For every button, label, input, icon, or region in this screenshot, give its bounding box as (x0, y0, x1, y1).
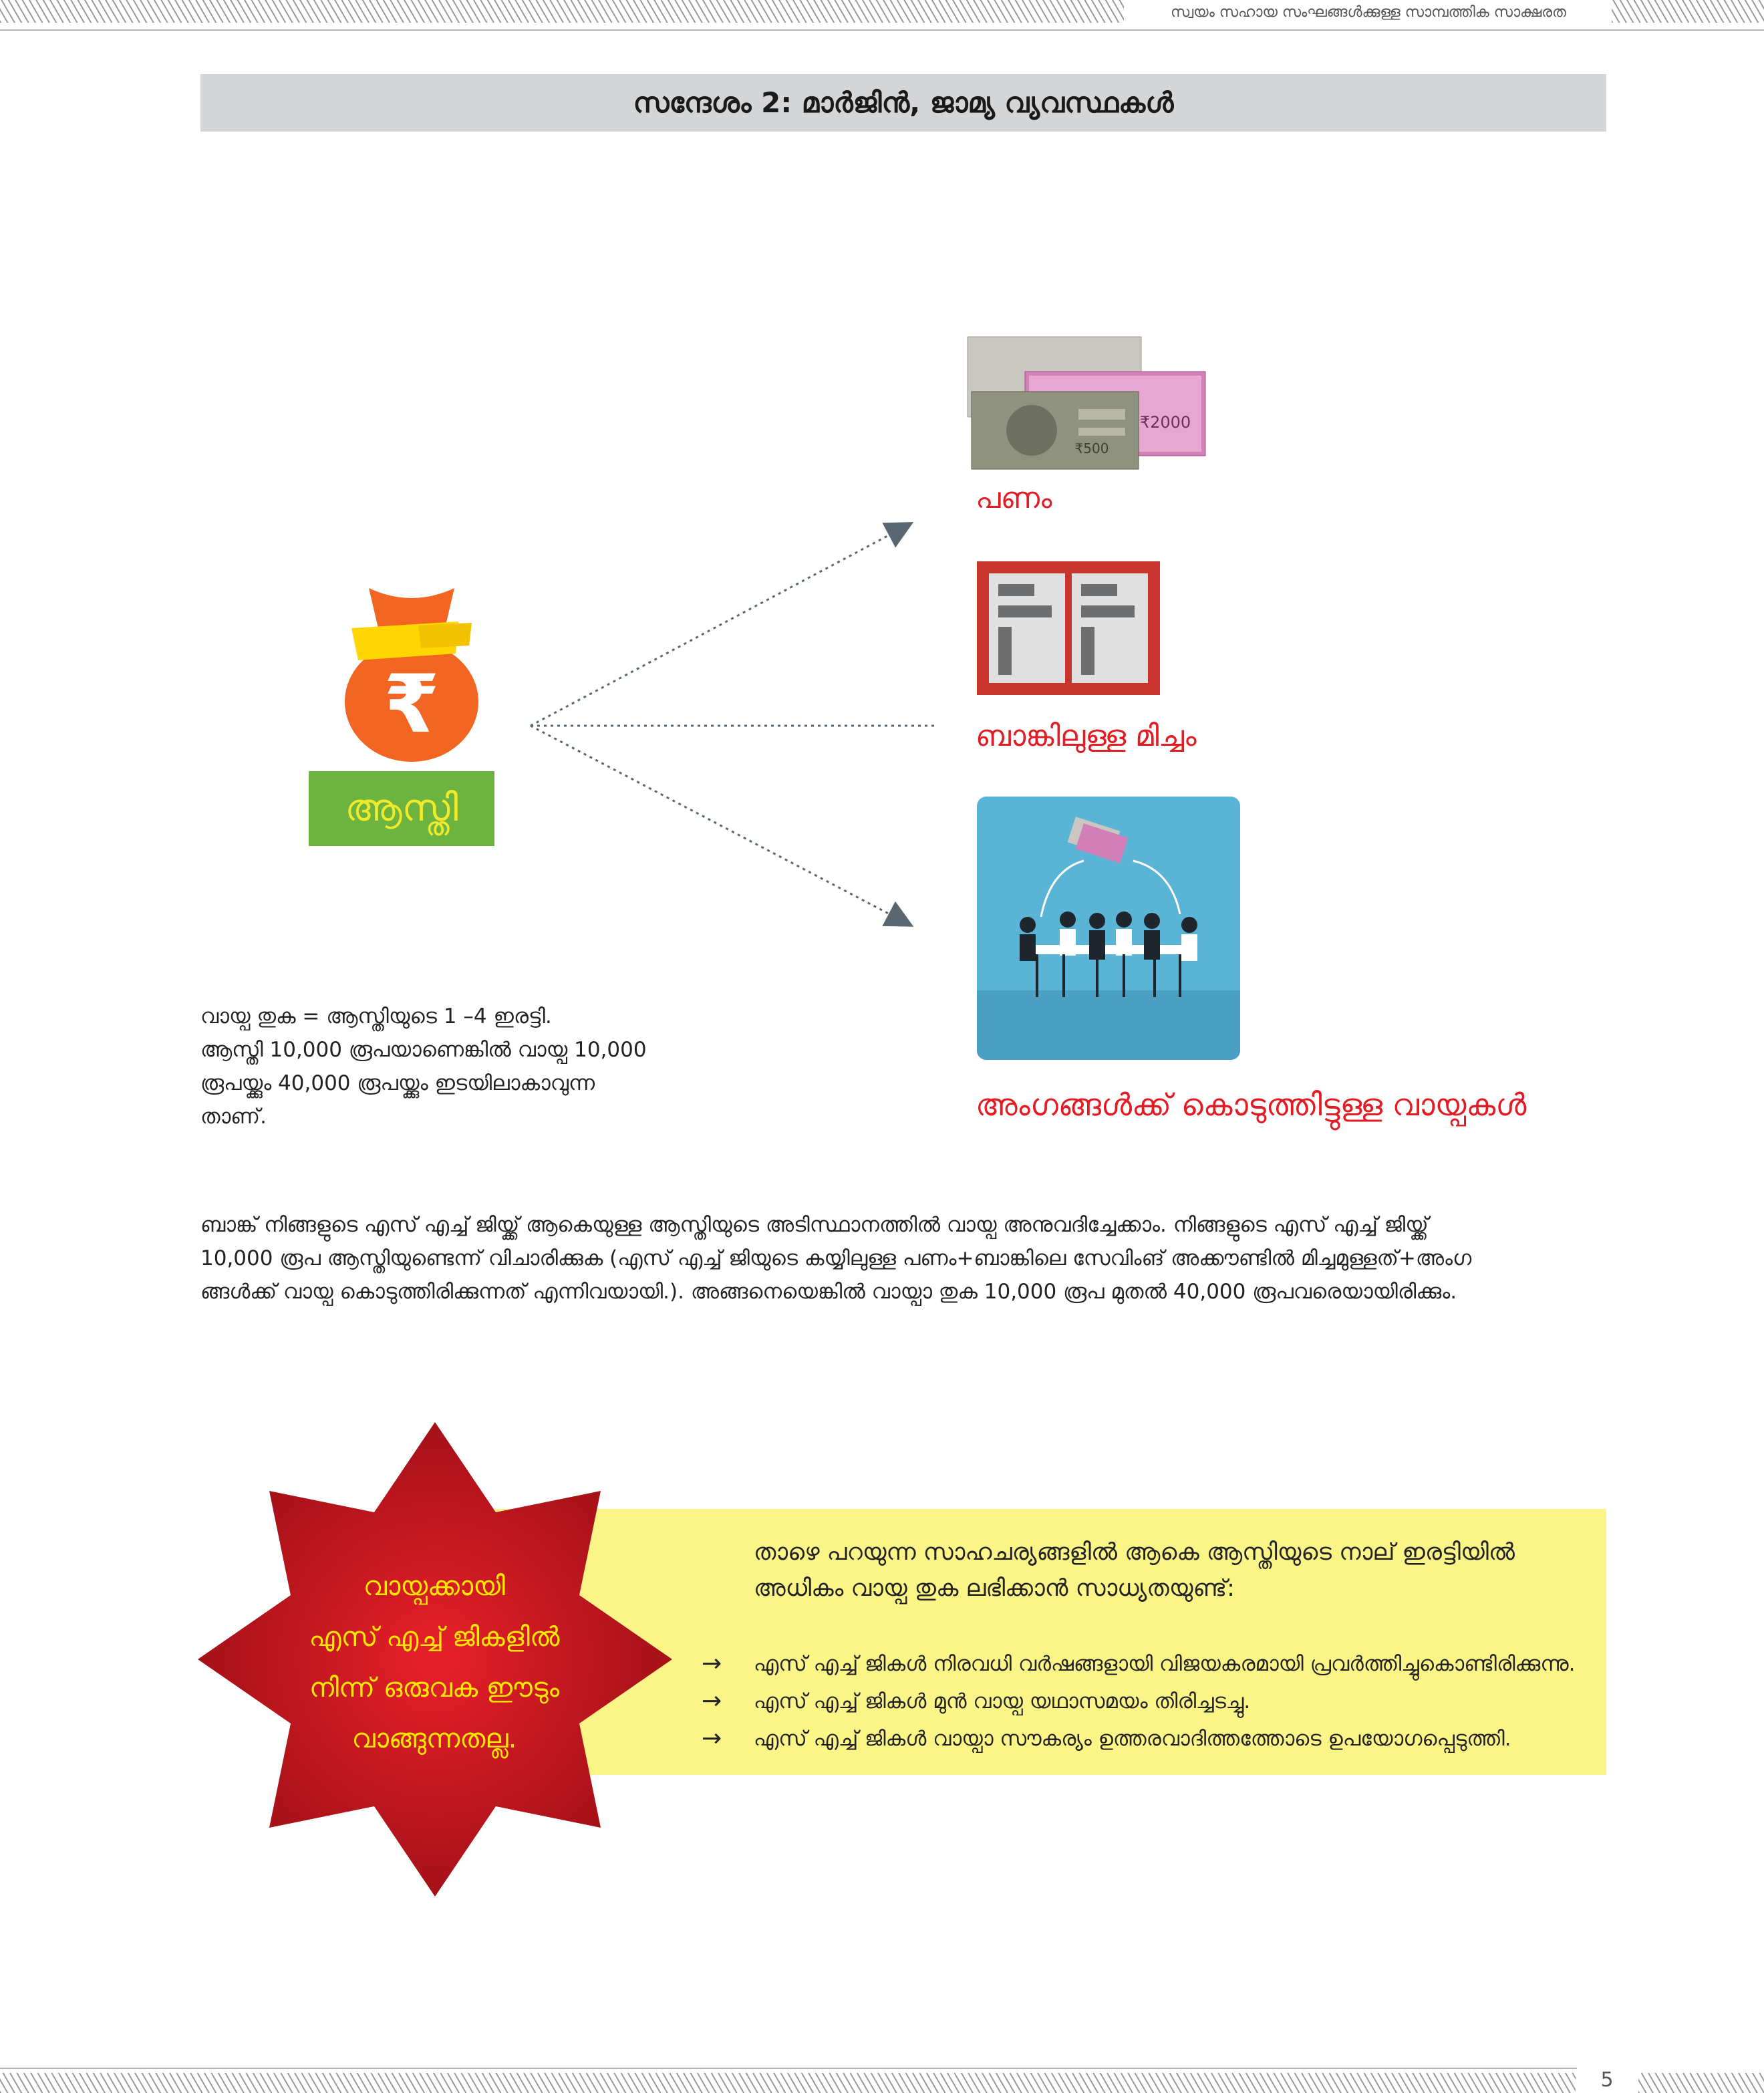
arrow-right-icon: → (702, 1687, 722, 1715)
highlight-intro-line: അധികം വായ്പ തുക ലഭിക്കാൻ സാധ്യതയുണ്ട്: (754, 1575, 1235, 1602)
highlight-intro: താഴെ പറയുന്ന സാഹചര്യങ്ങളിൽ ആകെ ആസ്തിയുടെ… (754, 1534, 1582, 1608)
running-title: സ്വയം സഹായ സംഘങ്ങൾക്കുള്ള സാമ്പത്തിക സാക… (1171, 4, 1566, 21)
list-item-text: എസ് എച്ച് ജികൾ മുൻ വായ്പ യഥാസമയം തിരിച്ച… (754, 1689, 1251, 1713)
list-item: → എസ് എച്ച് ജികൾ നിരവധി വർഷങ്ങളായി വിജയക… (702, 1645, 1597, 1683)
cash-label: പണം (976, 481, 1052, 515)
footer-hatch-right (1638, 2073, 1764, 2093)
highlight-list: → എസ് എച്ച് ജികൾ നിരവധി വർഷങ്ങളായി വിജയക… (702, 1645, 1597, 1766)
highlight-box (494, 1509, 1606, 1775)
arrow-to-loans (530, 724, 914, 927)
section-title-bar: സന്ദേശം 2: മാർജിൻ, ജാമ്യ വ്യവസ്ഥകൾ (200, 74, 1606, 132)
svg-text:₹: ₹ (384, 658, 440, 751)
footer-rule (0, 2068, 1577, 2069)
header-hatch-right (1612, 0, 1764, 23)
note-line: താണ്. (200, 1105, 267, 1129)
list-item-text: എസ് എച്ച് ജികൾ നിരവധി വർഷങ്ങളായി വിജയകരമ… (754, 1652, 1576, 1676)
header-hatch-left (0, 0, 1124, 23)
star-line: നിന്ന് ഒരുവക ഈടും (309, 1673, 560, 1703)
list-item: → എസ് എച്ച് ജികൾ മുൻ വായ്പ യഥാസമയം തിരിച… (702, 1683, 1597, 1720)
note-line: വായ്പ തുക = ആസ്തിയുടെ 1 –4 ഇരട്ടി. (200, 1004, 552, 1028)
highlight-intro-line: താഴെ പറയുന്ന സാഹചര്യങ്ങളിൽ ആകെ ആസ്തിയുടെ… (754, 1539, 1515, 1566)
arrow-right-icon: → (702, 1725, 722, 1752)
svg-text:₹500: ₹500 (1075, 440, 1109, 456)
note-line: രൂപയ്ക്കും 40,000 രൂപയ്ക്കും ഇടയിലാകാവുന… (200, 1071, 595, 1095)
list-item: → എസ് എച്ച് ജികൾ വായ്പാ സൗകര്യം ഉത്തരവാദ… (702, 1720, 1597, 1758)
arrow-to-cash (530, 522, 914, 727)
note-line: ആസ്തി 10,000 രൂപയാണെങ്കിൽ വായ്പ 10,000 (200, 1038, 647, 1062)
paragraph-line: ബാങ്ക് നിങ്ങളുടെ എസ് എച്ച് ജിയ്ക്ക് ആകെയ… (200, 1213, 1429, 1237)
paragraph-line: 10,000 രൂപ ആസ്തിയുണ്ടെന്ന് വിചാരിക്കുക (… (200, 1246, 1472, 1270)
star-line: വായ്പക്കായി (363, 1571, 506, 1602)
star-line: എസ് എച്ച് ജികളിൽ (309, 1622, 560, 1653)
flow-arrows (530, 522, 935, 927)
bank-balance-label: ബാങ്കിലുള്ള മിച്ചം (976, 719, 1197, 753)
list-item-text: എസ് എച്ച് ജികൾ വായ്പാ സൗകര്യം ഉത്തരവാദിത… (754, 1727, 1511, 1751)
asset-label: ആസ്തി (309, 771, 494, 846)
arrow-right-icon: → (702, 1650, 722, 1677)
group-meeting-illustration (977, 797, 1240, 1060)
footer-hatch-left (0, 2073, 1576, 2093)
eight-point-star-badge (198, 1422, 672, 1897)
section-title: സന്ദേശം 2: മാർജിൻ, ജാമ്യ വ്യവസ്ഥകൾ (633, 86, 1174, 119)
header-rule (0, 29, 1764, 31)
member-loans-label: അംഗങ്ങൾക്ക് കൊടുത്തിട്ടുള്ള വായ്പകൾ (976, 1087, 1527, 1123)
star-line: വാങ്ങുന്നതല്ല. (351, 1723, 517, 1754)
page-number: 5 (1600, 2068, 1614, 2092)
star-message: വായ്പക്കായി എസ് എച്ച് ജികളിൽ നിന്ന് ഒരുവ… (281, 1561, 588, 1762)
paragraph-line: ങ്ങൾക്ക് വായ്പ കൊടുത്തിരിക്കുന്നത് എന്നി… (200, 1280, 1457, 1304)
explanation-paragraph: ബാങ്ക് നിങ്ങളുടെ എസ് എച്ച് ജിയ്ക്ക് ആകെയ… (200, 1208, 1606, 1315)
svg-text:₹2000: ₹2000 (1140, 413, 1191, 432)
bank-passbook-icon (977, 561, 1160, 695)
currency-notes-image: ₹2000 ₹500 (967, 336, 1206, 470)
loan-amount-note: വായ്പ തുക = ആസ്തിയുടെ 1 –4 ഇരട്ടി. ആസ്തി… (200, 1000, 735, 1133)
rupee-money-bag-icon: ₹ (345, 588, 478, 762)
